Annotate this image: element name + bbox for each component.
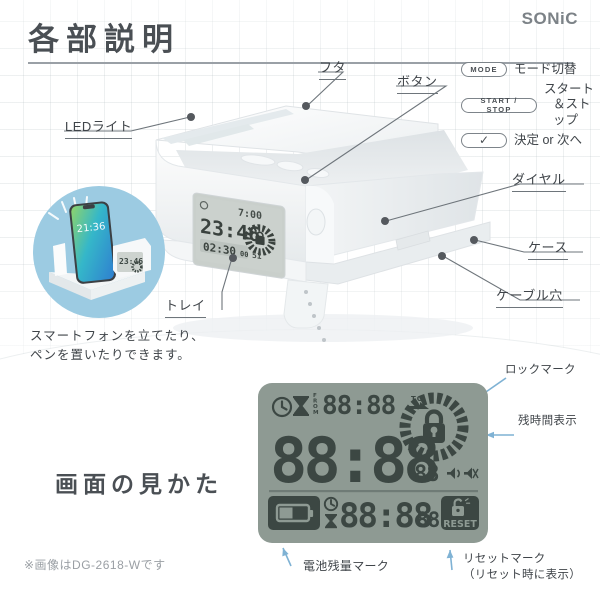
page-title: 各部説明	[28, 22, 180, 57]
lcd-bottom-time: 88:88	[339, 496, 434, 536]
legend-label-enter: 決定 or 次へ	[514, 132, 583, 147]
legend-label-stop: ＆ストップ	[553, 97, 591, 127]
svg-text:88:88: 88:88	[322, 391, 396, 421]
cable-hole-shape	[395, 230, 431, 251]
device-lcd-screen: 7:00 23:46 51 02:30 00	[196, 196, 282, 273]
lcd-callout-reset-mark: リセットマーク （リセット時に表示）	[463, 551, 581, 583]
hourglass-icon-small	[325, 514, 337, 529]
svg-text:R: R	[313, 399, 318, 405]
model-footnote: ※画像はDG-2618-Wです	[24, 558, 166, 572]
lcd-main-time: 88:88	[270, 424, 441, 497]
svg-text:21:36: 21:36	[76, 221, 106, 235]
callout-lid: フタ	[319, 59, 347, 80]
smartphone: 21:36	[69, 201, 116, 284]
reset-label: RESET	[443, 519, 477, 530]
ring-segments-icon	[399, 392, 469, 462]
svg-text:88:88: 88:88	[270, 424, 437, 497]
legend-row-mode: MODE モード切替	[461, 62, 596, 78]
svg-text:51: 51	[252, 251, 262, 261]
callout-dial: ダイヤル	[512, 171, 566, 192]
title-underline	[28, 62, 573, 64]
check-pill[interactable]: ✓	[461, 132, 507, 148]
lcd-callout-battery-mark: 電池残量マーク	[303, 559, 390, 573]
lcd-callout-remaining-time: 残時間表示	[518, 415, 577, 427]
tray-inset-caption: スマートフォンを立てたり、 ペンを置いたりできます。	[30, 327, 205, 366]
svg-text:88:88: 88:88	[339, 496, 432, 536]
legend-label-mode: モード切替	[514, 62, 577, 76]
callout-tray: トレイ	[165, 297, 206, 318]
caption-line-1: スマートフォンを立てたり、	[30, 329, 205, 343]
svg-text:88: 88	[414, 462, 439, 487]
lcd-callout-lock-mark: ロックマーク	[505, 364, 576, 376]
lcd-from-time: 88:88	[322, 391, 397, 421]
callout-button: ボタン	[397, 73, 438, 94]
hourglass-icon	[293, 396, 309, 416]
unlock-icon	[452, 498, 471, 516]
led-light-strip	[183, 124, 254, 146]
speaker-mute-icon	[464, 467, 479, 479]
start-stop-pill[interactable]: START / STOP	[461, 96, 537, 114]
tray-inset-illustration: 21:36 23:46	[33, 186, 165, 318]
reset-mark-line-1: リセットマーク	[463, 553, 546, 565]
reset-badge: RESET	[441, 496, 479, 530]
battery-icon	[268, 496, 320, 530]
lcd-main-small: 88	[414, 462, 440, 487]
lcd-bottom-small: 88	[416, 508, 441, 532]
callout-cable-hole: ケーブル穴	[496, 287, 563, 308]
clock-icon-small	[323, 496, 339, 512]
svg-text:88: 88	[416, 508, 440, 532]
svg-text:M: M	[313, 410, 319, 416]
svg-text:7:00: 7:00	[238, 208, 262, 223]
svg-text:00: 00	[240, 249, 248, 259]
speaker-on-icon	[447, 467, 460, 479]
svg-text:F: F	[313, 393, 317, 399]
legend-label-start: スタート	[544, 81, 595, 96]
dial-knob	[306, 208, 326, 236]
svg-text:O: O	[313, 404, 318, 410]
svg-text:23:46: 23:46	[119, 257, 143, 266]
legend-row-enter: ✓ 決定 or 次へ	[461, 133, 596, 149]
lock-icon	[423, 409, 445, 443]
caption-line-2: ペンを置いたりできます。	[30, 348, 191, 363]
callout-case: ケース	[528, 239, 568, 260]
to-arrow-icon	[408, 402, 429, 409]
section2-title: 画面の見かた	[55, 471, 223, 497]
brand-logo: SONiC	[521, 9, 578, 28]
lcd-divider	[269, 490, 478, 493]
svg-text:02:30: 02:30	[203, 240, 236, 258]
to-label: TO	[411, 395, 424, 403]
dotted-connector	[304, 290, 326, 342]
legend-row-start-stop: START / STOP スタート ＆ストップ	[461, 82, 596, 129]
button-legend: MODE モード切替 START / STOP スタート ＆ストップ ✓ 決定 …	[461, 62, 596, 152]
reset-mark-line-2: （リセット時に表示）	[463, 569, 581, 582]
mode-pill[interactable]: MODE	[461, 62, 507, 78]
callout-led-light: LEDライト	[65, 118, 133, 139]
legend-label-start-stop: スタート ＆ストップ	[544, 82, 596, 129]
clock-icon	[271, 396, 293, 418]
